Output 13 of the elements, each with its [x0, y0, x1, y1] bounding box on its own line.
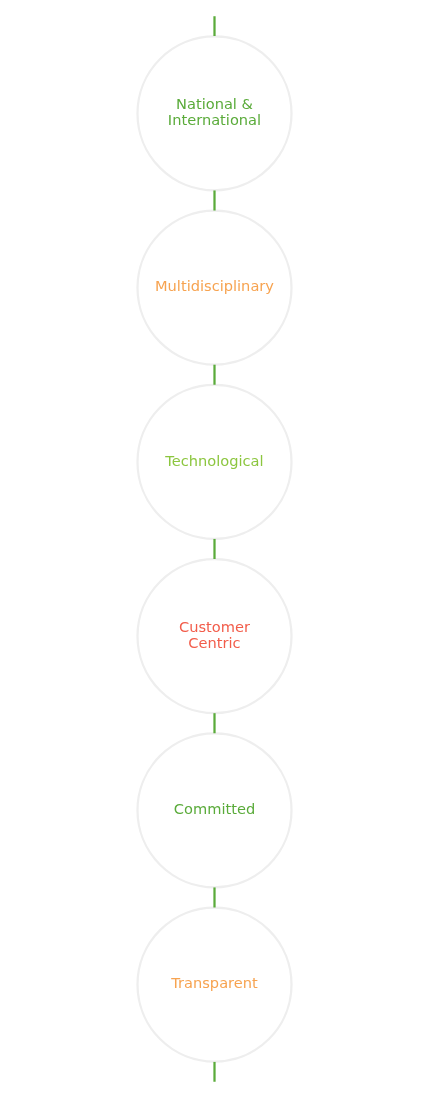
connector: [212, 887, 216, 908]
node-circle: Multidisciplinary: [135, 209, 293, 366]
connector: [212, 713, 216, 734]
node-circle: Customer Centric: [135, 558, 293, 715]
connector: [212, 1061, 216, 1082]
connector: [212, 364, 216, 385]
connector: [212, 538, 216, 559]
connector: [212, 190, 216, 211]
node-circle: Committed: [135, 732, 293, 889]
connector: [212, 16, 216, 36]
node-circle: National & International: [135, 35, 293, 192]
node-circle: Transparent: [135, 906, 293, 1063]
node-circle: Technological: [135, 383, 293, 540]
